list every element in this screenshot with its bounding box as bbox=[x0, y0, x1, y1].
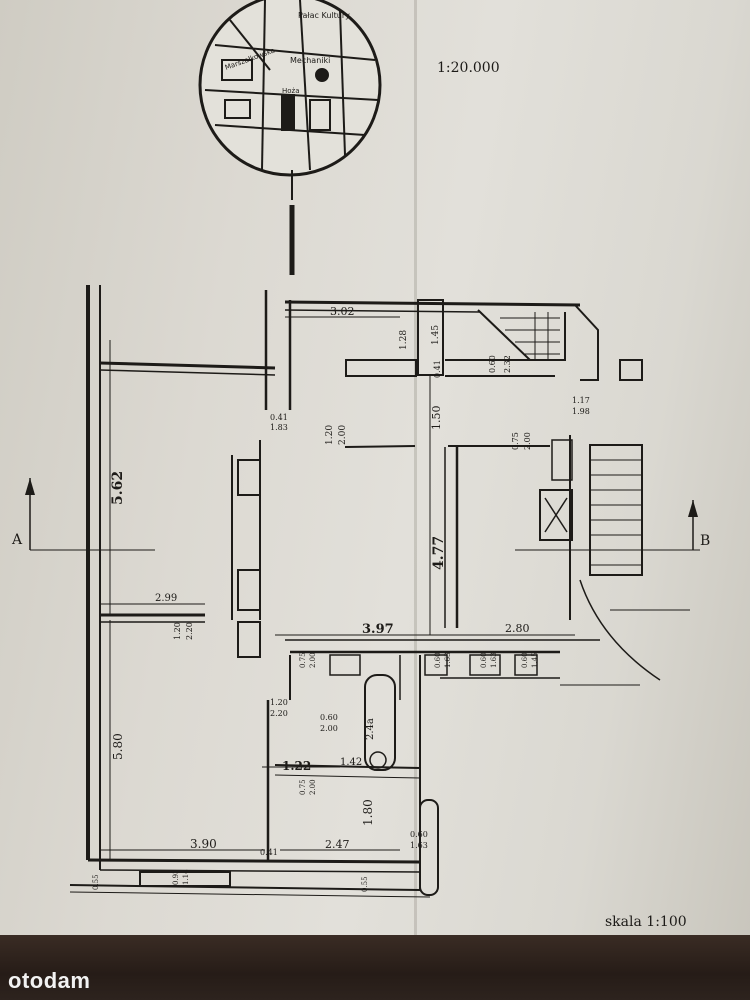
paper-fold-line bbox=[414, 0, 417, 935]
dim-1-80: 1.80 bbox=[361, 799, 375, 826]
dim-5-62: 5.62 bbox=[110, 471, 126, 505]
dim-2-80: 2.80 bbox=[505, 622, 530, 635]
dim-1-14: 1.14 bbox=[182, 869, 190, 885]
dim-1-20-c: 1.20 bbox=[270, 698, 288, 707]
dim-1-45: 1.45 bbox=[431, 325, 441, 345]
map-inset: Pałac Kultury Mechaniki Hoża Marszałkows… bbox=[198, 0, 382, 275]
dim-2-00-b: 2.00 bbox=[523, 432, 532, 450]
dim-3-90: 3.90 bbox=[190, 837, 217, 851]
plan-scale-label: skala 1:100 bbox=[605, 914, 687, 930]
table-surface bbox=[0, 935, 750, 1000]
map-label-mechaniki: Mechaniki bbox=[290, 56, 330, 65]
dim-1-22: 1.22 bbox=[282, 759, 311, 773]
dim-2-32: 2.32 bbox=[503, 355, 512, 373]
dim-0-75-b: 0.75 bbox=[299, 652, 307, 668]
walls bbox=[29, 285, 700, 898]
dim-4-77: 4.77 bbox=[431, 536, 447, 570]
dim-1-63-c: 1.63 bbox=[410, 841, 428, 850]
dim-0-75-c: 0.75 bbox=[299, 779, 307, 795]
dim-2-20-b: 2.20 bbox=[270, 709, 288, 718]
watermark-logo: otodam bbox=[8, 968, 91, 993]
section-arrow-b bbox=[688, 500, 698, 517]
section-marker-b: B bbox=[700, 533, 710, 549]
dim-0-60-f: 0.60 bbox=[410, 830, 428, 839]
dim-2-47: 2.47 bbox=[325, 838, 350, 851]
map-label-hoza: Hoża bbox=[282, 87, 300, 95]
dim-1-63-a: 1.63 bbox=[444, 652, 452, 668]
dim-2-00-d: 2.00 bbox=[320, 724, 338, 733]
map-inset-circle bbox=[198, 0, 382, 177]
dim-2-4a: 2.4a bbox=[365, 718, 376, 740]
map-label-palac: Pałac Kultury bbox=[298, 11, 350, 20]
map-scale-label: 1:20.000 bbox=[437, 60, 500, 76]
dim-3-02: 3.02 bbox=[330, 305, 355, 318]
dim-1-20: 1.20 bbox=[325, 425, 335, 445]
dim-0-93: 0.93 bbox=[172, 869, 180, 885]
dim-1-20-b: 1.20 bbox=[173, 622, 182, 640]
dimension-labels: 3.02 1.28 1.45 0.60 2.32 0.41 0.41 1.83 … bbox=[92, 305, 590, 892]
dim-0-60-e: 0.60 bbox=[320, 713, 338, 722]
dim-1-50: 1.50 bbox=[430, 406, 443, 431]
dim-2-99: 2.99 bbox=[155, 593, 177, 604]
dim-2-20: 2.20 bbox=[185, 622, 194, 640]
dim-2-00-c: 2.00 bbox=[309, 652, 317, 668]
dim-0-41-a: 0.41 bbox=[433, 360, 442, 378]
floor-plan-drawing: Pałac Kultury Mechaniki Hoża Marszałkows… bbox=[11, 0, 710, 930]
section-marker-a: A bbox=[11, 532, 23, 548]
dim-1-17: 1.17 bbox=[572, 396, 590, 405]
map-streets bbox=[204, 0, 379, 171]
dim-1-42: 1.42 bbox=[340, 757, 362, 768]
dim-1-45-b: 1.45 bbox=[531, 652, 539, 668]
dim-0-60-c: 0.60 bbox=[480, 652, 488, 668]
dim-0-41-b: 0.41 bbox=[270, 413, 288, 422]
dim-0-55-b: 0.55 bbox=[361, 876, 369, 892]
dim-0-60-d: 0.60 bbox=[521, 652, 529, 668]
dim-1-63-b: 1.63 bbox=[490, 652, 498, 668]
section-arrow-a bbox=[25, 478, 35, 495]
dim-2-00-a: 2.00 bbox=[338, 425, 348, 445]
dim-0-75: 0.75 bbox=[511, 432, 520, 450]
dimension-lines bbox=[100, 316, 575, 860]
dim-0-55-a: 0.55 bbox=[92, 874, 100, 890]
dim-0-60-b: 0.60 bbox=[434, 652, 442, 668]
dim-1-83: 1.83 bbox=[270, 423, 288, 432]
dim-5-80: 5.80 bbox=[111, 733, 125, 760]
plan-sheet bbox=[0, 0, 750, 935]
dim-0-41-c: 0.41 bbox=[260, 848, 278, 857]
dim-0-60: 0.60 bbox=[488, 355, 497, 373]
dim-1-28: 1.28 bbox=[399, 330, 409, 350]
dim-1-98: 1.98 bbox=[572, 407, 590, 416]
dim-2-00-e: 2.00 bbox=[309, 779, 317, 795]
dim-3-97: 3.97 bbox=[362, 622, 394, 637]
